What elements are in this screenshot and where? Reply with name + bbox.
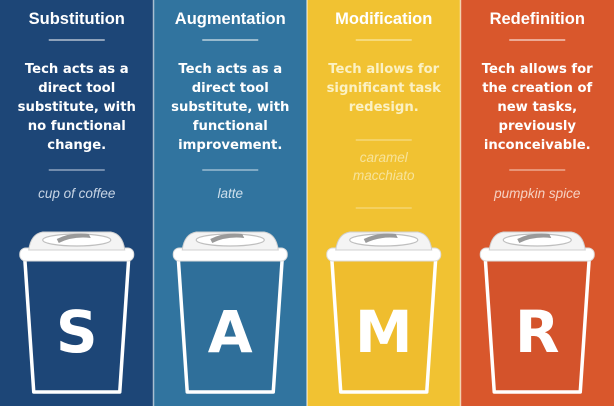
cup-letter: A (208, 298, 253, 366)
column-description-line: substitute, with (18, 100, 136, 115)
cup-sip-hole (363, 233, 398, 243)
drink-name: pumpkin spice (493, 186, 580, 201)
column-description-line: direct tool (192, 81, 269, 96)
column-description-line: direct tool (38, 81, 115, 96)
column-description-line: Tech acts as a (178, 62, 282, 77)
column-title: Modification (335, 10, 432, 28)
drink-name: cup of coffee (38, 186, 115, 201)
coffee-cup-icon: A (172, 231, 288, 394)
coffee-cup-icon: S (19, 231, 135, 394)
cup-letter: S (56, 298, 98, 366)
coffee-cup-icon: M (326, 231, 442, 394)
column-title: Redefinition (490, 10, 585, 28)
column-description-line: change. (47, 138, 106, 153)
column-description-line: significant task (327, 81, 443, 96)
column-description-line: Tech acts as a (25, 62, 129, 77)
column-description-line: substitute, with (171, 100, 289, 115)
column-title: Augmentation (175, 10, 286, 28)
drink-name: latte (217, 186, 243, 201)
column-description-line: no functional (28, 119, 126, 134)
column-title: Substitution (29, 10, 125, 28)
column-description-line: Tech allows for (328, 62, 439, 77)
drink-name: macchiato (353, 168, 415, 183)
cup-letter: R (515, 298, 560, 366)
coffee-cup-icon: R (479, 231, 595, 394)
column-description-line: improvement. (178, 138, 282, 153)
column-description-line: the creation of (482, 81, 592, 96)
column-description-line: previously (499, 119, 577, 134)
cup-letter: M (355, 298, 413, 366)
cup-sip-hole (517, 233, 552, 243)
cup-sip-hole (210, 233, 245, 243)
drink-name: caramel (360, 150, 409, 165)
cup-sip-hole (56, 233, 91, 243)
column-description-line: redesign. (349, 100, 419, 115)
column-description-line: new tasks, (497, 100, 577, 115)
column-description-line: inconceivable. (484, 138, 591, 153)
column-description-line: Tech allows for (482, 62, 593, 77)
column-description-line: functional (193, 119, 268, 134)
